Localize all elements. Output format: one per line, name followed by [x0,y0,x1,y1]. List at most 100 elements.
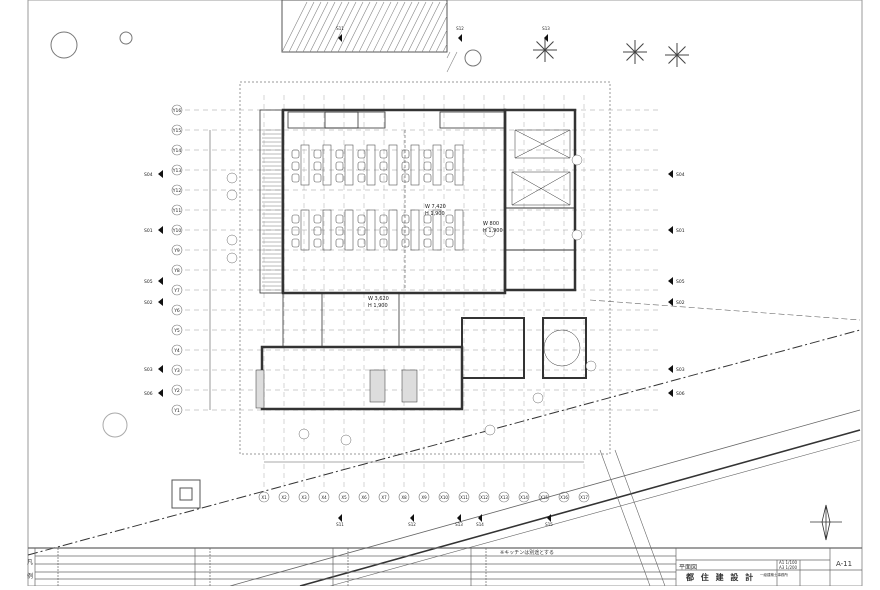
grid-label-y: Y2 [173,388,180,394]
grid-label-x: X9 [421,495,427,500]
section-marker [668,226,673,234]
section-marker-label: S03 [676,367,685,373]
chair-icon [423,161,432,171]
note-text: ※キッチンは別途とする [500,550,555,556]
grid-bubble [171,324,183,336]
chair-icon [379,173,388,183]
chair-icon [357,161,366,171]
hatch-line [421,1,448,53]
chair-icon [357,238,366,248]
building [255,108,587,411]
grid-label-x: X8 [401,495,407,500]
table [388,209,398,251]
window-tag [226,172,238,184]
grid-label-y: Y7 [173,288,180,294]
section-marker-label: S12 [456,26,464,31]
grid-label-y: Y16 [172,108,182,114]
grid-label-y: Y11 [172,208,182,214]
chair-icon [445,238,454,248]
grid-label-x: X12 [480,495,488,500]
chair-icon [379,161,388,171]
table [322,144,332,186]
chair-icon [379,149,388,159]
grid-bubble [171,184,183,196]
section-marker [547,514,551,522]
grid-bubble [171,404,183,416]
table [432,144,442,186]
hatch-line [330,1,357,53]
window-tag [571,229,583,241]
section-marker-label: S02 [676,300,685,306]
grid-bubble [171,304,183,316]
hatch-line [337,1,364,53]
section-marker-label: S11 [336,26,344,31]
legend-char: 例 [27,573,34,580]
grid-bubble [318,491,330,503]
window-tag [340,434,352,446]
window-tag [484,226,496,238]
tree-icon [626,51,636,61]
grid-label-x: X10 [440,495,448,500]
grid-label-y: Y5 [173,328,180,334]
window-tag [585,360,597,372]
room-label: W 7,420 [425,204,446,210]
grid-label-x: X4 [321,495,327,500]
grid-bubble [171,204,183,216]
tree-icon [536,41,546,51]
chair-icon [401,238,410,248]
chair-icon [335,161,344,171]
room-label: H 1,900 [483,228,503,234]
section-marker-label: S11 [336,522,344,527]
hatch-line [288,1,315,53]
hatch-line [446,51,451,59]
grid-bubble [171,164,183,176]
road [27,299,861,587]
table [366,209,376,251]
section-marker-label: S06 [676,391,685,397]
tree-icon [676,54,686,64]
grid-label-y: Y8 [173,268,180,274]
tree-icon [634,43,644,53]
grid-bubble [398,491,410,503]
grid-label-x: X14 [520,495,528,500]
grid-label-x: X11 [460,495,468,500]
tree-icon [676,46,686,56]
section-marker-label: S01 [676,228,685,234]
table [388,144,398,186]
grid-bubble [171,264,183,276]
table [410,144,420,186]
hatch-line [309,1,336,53]
table [454,144,464,186]
section-marker-label: S05 [676,279,685,285]
grid-label-x: X7 [381,495,387,500]
chair-icon [313,161,322,171]
hatch-line [446,51,458,73]
svg-text:S06: S06 [144,391,153,397]
chair-icon [291,161,300,171]
room-labels: W 3,620 H 1,900 W 7,420 H 1,900 W 800 H … [368,204,503,309]
grid-label-x: X15 [540,495,548,500]
dimension-tags [226,154,597,446]
section-marker [338,514,342,522]
grid-label-x: X17 [580,495,588,500]
hatch-line [323,1,350,53]
tree-icon [634,51,644,61]
chair-icon [401,226,410,236]
site-boundary [239,81,611,455]
chair-icon [379,214,388,224]
grid-bubble [171,284,183,296]
grid-bubble [418,491,430,503]
section-marker [478,514,482,522]
sheet-number: A-11 [836,560,853,568]
grid-label-x: X13 [500,495,508,500]
section-marker [668,298,673,306]
chair-icon [401,173,410,183]
room-label: H 1,900 [425,211,445,217]
hatch-line [407,1,434,53]
chair-icon [423,238,432,248]
scale-a1: A1 1/100 [779,560,798,565]
grid-label-y: Y13 [172,168,182,174]
chair-icon [313,214,322,224]
section-marker-label: S13 [455,522,463,527]
